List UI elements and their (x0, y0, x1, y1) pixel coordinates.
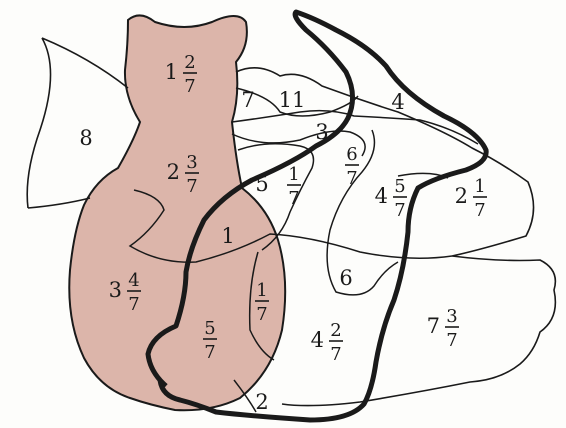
mixed-number-whole: 3 (109, 278, 122, 302)
fraction-denominator: 7 (330, 344, 341, 365)
region-number: 11 (279, 88, 306, 112)
mixed-number-whole: 7 (427, 314, 440, 338)
fraction-denominator: 7 (128, 294, 139, 315)
region-label-r-5: 5 (255, 172, 268, 196)
fraction-denominator: 7 (184, 76, 195, 97)
fraction-numerator: 1 (288, 164, 299, 185)
fraction-denominator: 7 (394, 200, 405, 221)
region-number: 8 (79, 126, 92, 150)
fraction-numerator: 2 (330, 320, 341, 341)
region-label-r-8: 8 (79, 126, 92, 150)
fraction-denominator: 7 (346, 168, 357, 189)
fraction-numerator: 3 (186, 152, 197, 173)
region-label-r-2-bottom: 2 (255, 390, 268, 414)
region-number: 6 (339, 266, 352, 290)
mixed-number-whole: 2 (167, 160, 180, 184)
region-label-r-7: 7 (241, 88, 254, 112)
region-label-r-11: 11 (279, 88, 306, 112)
fraction-numerator: 6 (346, 144, 357, 165)
fraction-denominator: 7 (288, 188, 299, 209)
region-number: 5 (255, 172, 268, 196)
fraction-denominator: 7 (446, 330, 457, 351)
region-label-r-1-mid: 1 (221, 224, 234, 248)
fraction-numerator: 4 (128, 270, 139, 291)
region-number: 3 (315, 120, 328, 144)
region-label-r-6: 6 (339, 266, 352, 290)
mixed-number-whole: 4 (311, 328, 324, 352)
region-label-r-6-7: 67 (345, 144, 359, 189)
region-number: 2 (255, 390, 268, 414)
fraction-denominator: 7 (186, 176, 197, 197)
region-number: 1 (221, 224, 234, 248)
fraction-numerator: 2 (184, 52, 195, 73)
region-label-r-3: 3 (315, 120, 328, 144)
region-label-r-1-7-a: 17 (287, 164, 301, 209)
fraction-numerator: 1 (256, 280, 267, 301)
fraction-denominator: 7 (474, 200, 485, 221)
region-number: 7 (241, 88, 254, 112)
mixed-number-whole: 2 (455, 184, 468, 208)
fraction-numerator: 1 (474, 176, 485, 197)
mixed-number-whole: 4 (375, 184, 388, 208)
fraction-numerator: 3 (446, 306, 457, 327)
fraction-numerator: 5 (394, 176, 405, 197)
fraction-denominator: 7 (256, 304, 267, 325)
mixed-number-whole: 1 (165, 60, 178, 84)
region-number: 4 (391, 90, 404, 114)
fraction-numerator: 5 (204, 318, 215, 339)
fraction-denominator: 7 (204, 342, 215, 363)
region-label-r-4-top: 4 (391, 90, 404, 114)
